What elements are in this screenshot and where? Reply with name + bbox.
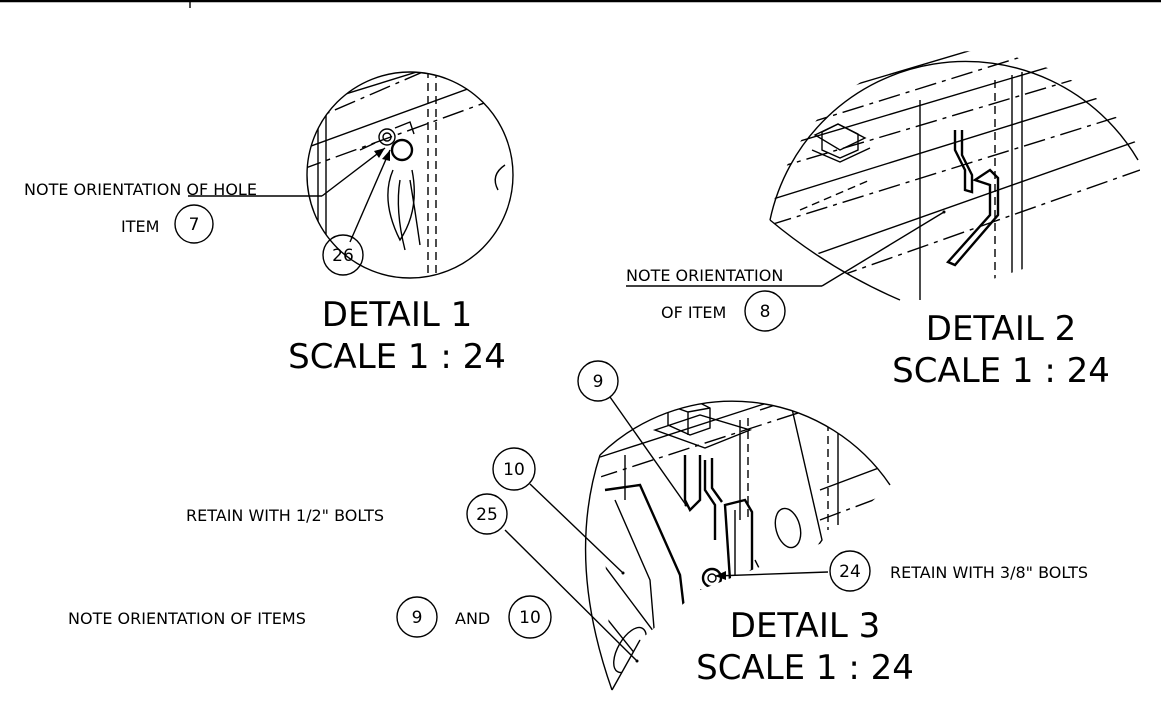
balloon-26-leader [349,149,391,243]
item-8-leader [821,211,945,287]
detail-1-title: DETAIL 1 [322,295,472,335]
svg-text:10: 10 [519,608,541,628]
balloon-7 [174,204,214,244]
svg-text:10: 10 [503,460,525,480]
balloon-24 [829,550,871,592]
detail-2-title: DETAIL 2 [926,309,1076,349]
balloon-9-leader [609,396,687,506]
item-7-prefix: ITEM [121,217,159,236]
detail-2-scale: SCALE 1 : 24 [892,351,1110,391]
svg-text:9: 9 [593,372,604,392]
detail-3-title: DETAIL 3 [730,606,880,646]
svg-text:8: 8 [760,302,771,322]
balloon-24-leader [714,571,829,577]
detail-2-view [769,51,1140,301]
detail-3-boundary [599,400,891,486]
svg-text:24: 24 [839,562,861,582]
svg-text:7: 7 [189,215,200,235]
hole-orientation-note: NOTE ORIENTATION OF HOLE [24,180,257,199]
and-label: AND [455,609,490,628]
orientation-items-note: NOTE ORIENTATION OF ITEMS [68,609,306,628]
detail-1-boundary [306,71,514,279]
retain-three-eighths-note: RETAIN WITH 3/8" BOLTS [890,563,1088,582]
hole-leader-line [321,147,386,197]
balloon-8 [744,290,786,332]
svg-text:26: 26 [332,246,354,266]
balloon-10 [492,447,536,491]
svg-text:25: 25 [476,505,498,525]
hole-leader-arrow [374,148,385,158]
orientation-note-line2: OF ITEM [661,303,726,322]
orientation-note-line1: NOTE ORIENTATION [626,266,783,285]
balloon-10-leader [529,483,624,574]
detail-3-scale: SCALE 1 : 24 [696,648,914,688]
detail-1-scale: SCALE 1 : 24 [288,337,506,377]
balloon-9 [577,360,619,402]
balloon-25-leader [504,529,638,662]
balloon-26 [322,234,364,276]
balloon-25 [466,493,508,535]
svg-text:9: 9 [412,608,423,628]
balloon-9-note [396,596,438,638]
detail-2-boundary [769,60,1139,221]
retain-half-inch-note: RETAIN WITH 1/2" BOLTS [186,506,384,525]
balloon-10-note [508,595,552,639]
